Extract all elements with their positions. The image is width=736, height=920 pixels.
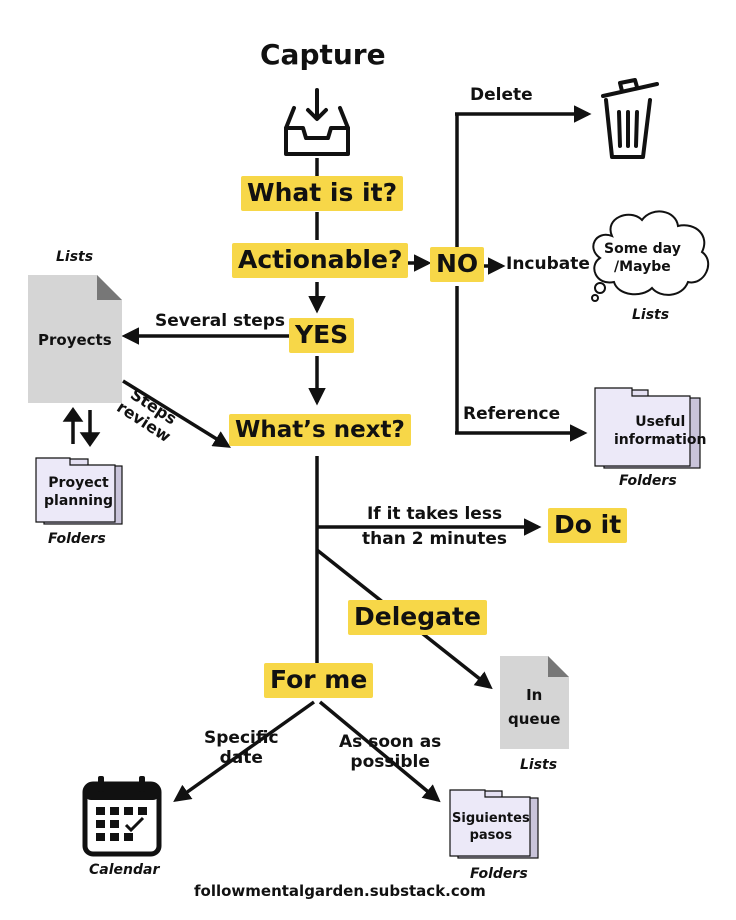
node-whats-next: What’s next?	[229, 414, 411, 447]
project-planning-folder	[35, 457, 123, 525]
useful-info-label: Useful information	[614, 414, 707, 449]
in-queue-caption: Lists	[520, 757, 558, 773]
project-planning-label: Proyect planning	[44, 475, 113, 509]
footer-url: followmentalgarden.substack.com	[194, 882, 486, 900]
useful-info-caption: Folders	[619, 473, 677, 489]
projects-document	[28, 275, 122, 403]
node-delegate: Delegate	[348, 600, 487, 635]
label-reference: Reference	[463, 404, 561, 424]
node-no: NO	[430, 247, 485, 282]
node-for-me: For me	[264, 663, 374, 698]
node-do-it: Do it	[548, 508, 628, 543]
label-less-2-minutes: If it takes less than 2 minutes	[362, 504, 507, 549]
projects-caption: Lists	[56, 249, 94, 265]
next-steps-caption: Folders	[470, 866, 528, 882]
thought-cloud-icon	[591, 210, 709, 302]
edge-steps-review	[122, 379, 231, 448]
label-asap: As soon as possible	[339, 732, 442, 772]
node-yes: YES	[289, 318, 355, 353]
label-delete: Delete	[470, 85, 533, 105]
in-queue-document	[500, 656, 569, 749]
up-down-arrows-icon	[62, 406, 101, 448]
label-incubate: Incubate	[506, 254, 590, 274]
label-several-steps: Several steps	[155, 311, 286, 331]
someday-caption: Lists	[632, 307, 670, 323]
inbox-tray-icon	[284, 88, 350, 156]
node-what-is-it: What is it?	[241, 176, 404, 211]
trash-can-icon	[601, 78, 659, 159]
next-steps-label: Siguientes pasos	[452, 811, 530, 843]
edge-asap	[318, 700, 441, 803]
title-capture: Capture	[260, 38, 386, 71]
edge-specific-date	[173, 700, 316, 803]
next-steps-folder	[449, 789, 539, 859]
useful-info-folder	[594, 387, 701, 469]
calendar-caption: Calendar	[89, 862, 160, 878]
calendar-icon	[82, 776, 162, 857]
in-queue-label: In queue	[508, 686, 561, 728]
node-actionable: Actionable?	[232, 243, 409, 278]
someday-maybe-label: Some day /Maybe	[604, 241, 681, 276]
projects-label: Proyects	[38, 331, 112, 349]
label-specific-date: Specific date	[204, 728, 279, 768]
project-planning-caption: Folders	[48, 531, 106, 547]
